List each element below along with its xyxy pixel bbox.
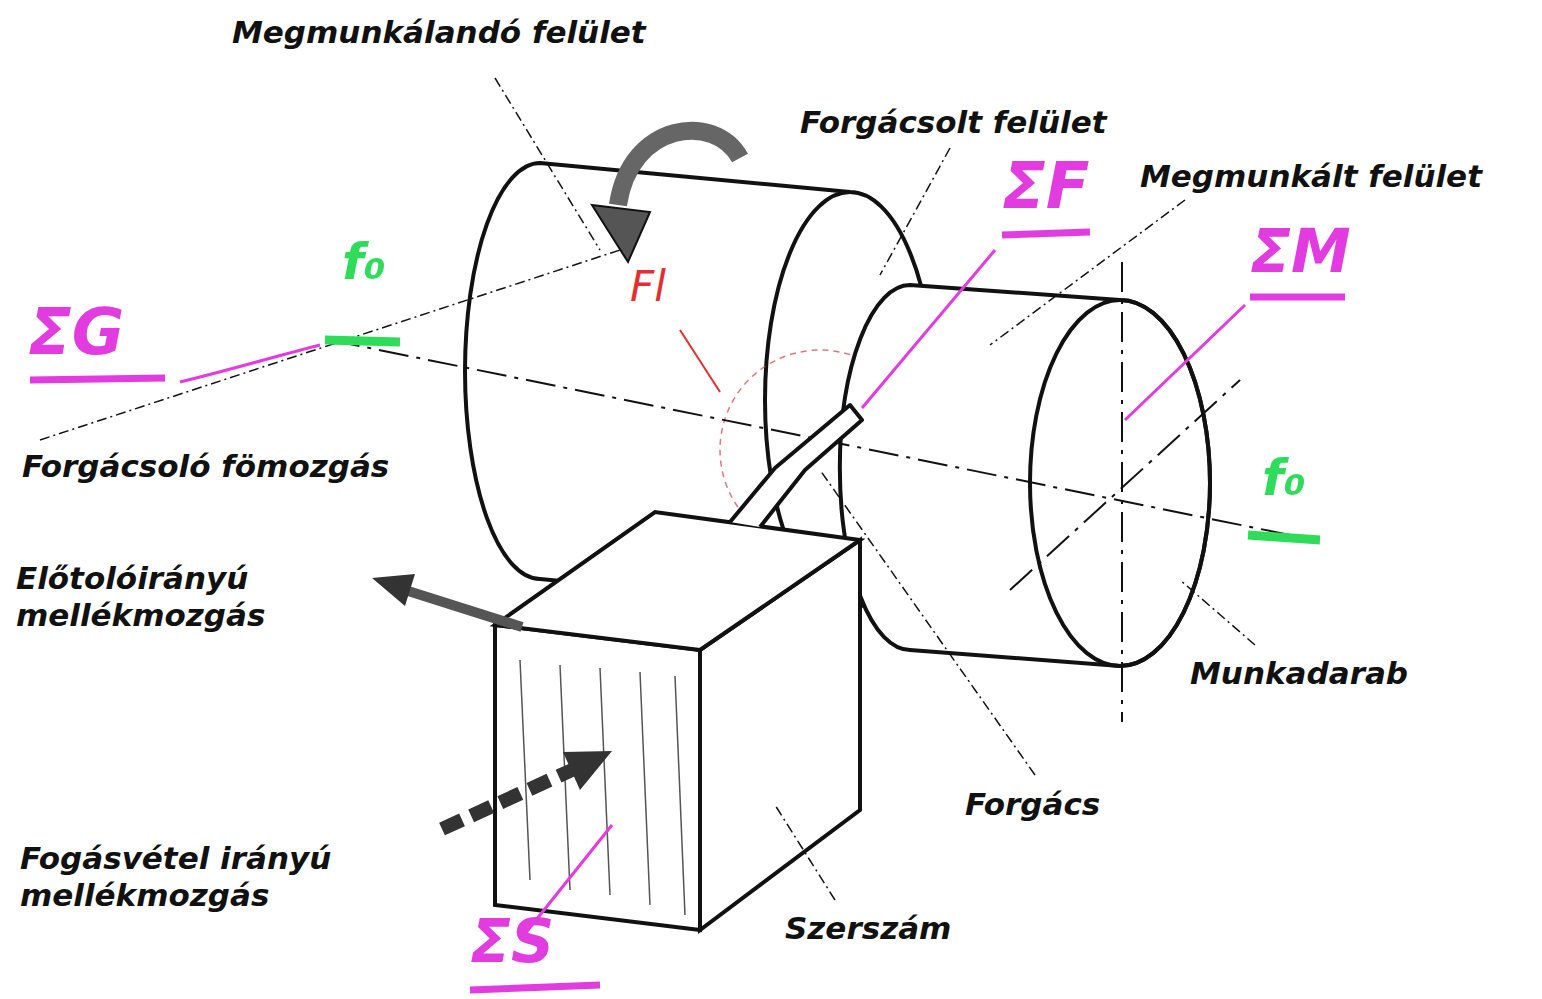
center-line bbox=[1121, 262, 1123, 722]
leader-lines bbox=[40, 78, 1255, 900]
red-symbol: Fl bbox=[630, 262, 666, 312]
caption-label: Szerszám bbox=[785, 910, 951, 947]
feed-arrowhead bbox=[372, 574, 415, 606]
green-mark bbox=[1248, 535, 1320, 540]
tool-face bbox=[495, 625, 700, 930]
workpiece-end bbox=[1030, 300, 1210, 666]
caption-label: Fogásvétel irányú mellékmozgás bbox=[20, 840, 430, 914]
tool-tip bbox=[730, 405, 862, 527]
caption-label: Megmunkálandó felület bbox=[232, 14, 646, 51]
magenta-symbol: ΣS bbox=[470, 905, 554, 977]
green-symbol: f₀ bbox=[342, 232, 386, 292]
caption-label: Munkadarab bbox=[1190, 655, 1408, 692]
caption-label: Forgácsoló fömozgás bbox=[22, 448, 389, 485]
tool-top bbox=[495, 512, 860, 650]
rotation-arrow bbox=[618, 131, 740, 205]
green-symbol: f₀ bbox=[1262, 448, 1306, 508]
workpiece-small bbox=[840, 285, 1210, 666]
caption-label: Előtolóirányú mellékmozgás bbox=[16, 560, 361, 634]
rotation-arrowhead bbox=[592, 205, 650, 262]
magenta-symbol: ΣM bbox=[1250, 215, 1351, 287]
red-leader bbox=[680, 330, 720, 392]
green-mark bbox=[325, 340, 400, 342]
magenta-symbol: ΣF bbox=[1002, 148, 1089, 225]
axis-line bbox=[330, 340, 1290, 535]
caption-label: Forgácsolt felület bbox=[800, 104, 1107, 141]
caption-label: Megmunkált felület bbox=[1140, 158, 1482, 195]
magenta-symbol: ΣG bbox=[28, 294, 124, 371]
infeed-arrow bbox=[442, 770, 572, 829]
center-line bbox=[1010, 380, 1240, 590]
feed-arrow bbox=[405, 590, 522, 627]
caption-label: Forgács bbox=[965, 786, 1100, 823]
infeed-arrowhead bbox=[563, 751, 612, 790]
